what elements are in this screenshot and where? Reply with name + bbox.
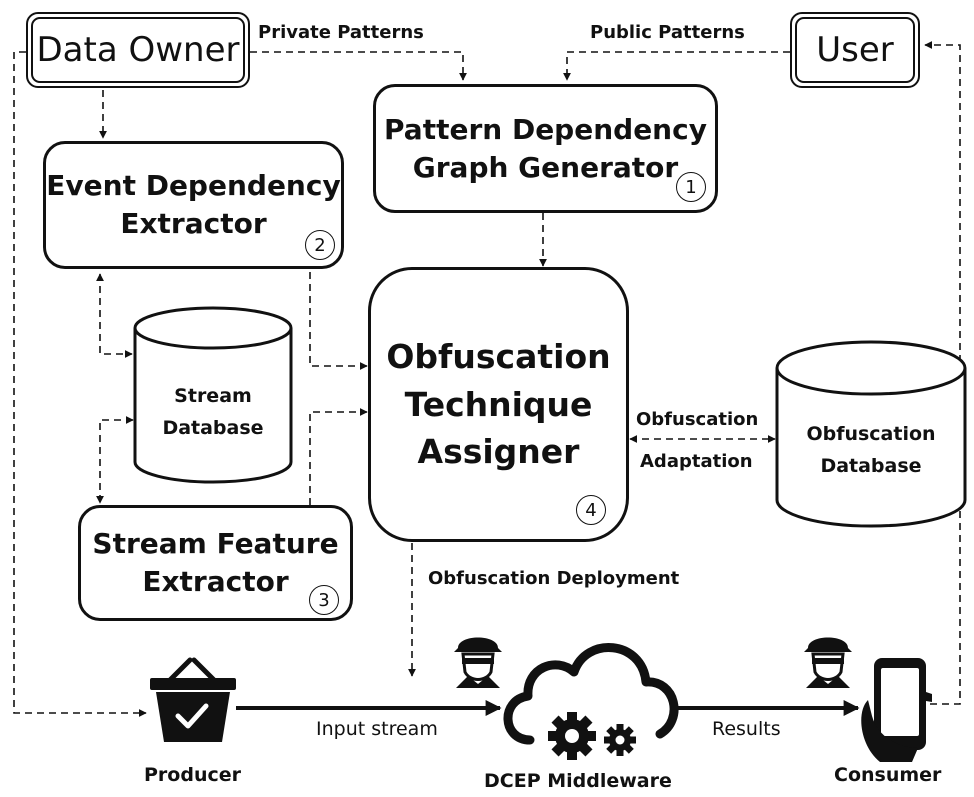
stream-database-cylinder xyxy=(133,306,293,484)
db-feature-arrow xyxy=(96,416,134,504)
public-patterns-label: Public Patterns xyxy=(590,22,745,43)
user-box: User xyxy=(790,12,920,88)
user-label: User xyxy=(795,17,915,83)
assigner-line2: Technique xyxy=(404,384,593,424)
pattern-graph-generator-box: Pattern Dependency Graph Generator xyxy=(373,84,718,213)
adaptation-label-line1: Obfuscation xyxy=(636,409,759,430)
stream-database-label: Stream Database xyxy=(135,380,291,445)
spy-icon xyxy=(804,637,852,688)
obfuscation-database-cylinder xyxy=(775,340,967,528)
private-patterns-arrow xyxy=(250,51,467,81)
obfuscation-db-line2: Database xyxy=(820,455,922,478)
results-label: Results xyxy=(712,718,781,740)
consumer-to-user-arrow xyxy=(924,41,961,705)
feature-extractor-line2: Extractor xyxy=(142,565,289,598)
event-db-arrow xyxy=(96,273,133,358)
obfuscation-db-line1: Obfuscation xyxy=(806,423,936,445)
public-patterns-arrow xyxy=(563,51,790,81)
event-dependency-extractor-box: Event Dependency Extractor xyxy=(43,141,344,269)
private-patterns-label: Private Patterns xyxy=(258,22,424,43)
owner-to-producer-arrow xyxy=(13,51,147,717)
producer-caption: Producer xyxy=(144,764,241,786)
feature-to-assigner-arrow xyxy=(309,408,368,505)
stream-db-line2: Database xyxy=(162,417,264,440)
stream-db-line1: Stream xyxy=(174,385,252,407)
cloud-gears-icon xyxy=(503,643,679,760)
stream-feature-extractor-box: Stream Feature Extractor xyxy=(78,505,353,621)
step-number-1: 1 xyxy=(676,172,706,202)
middleware-caption: DCEP Middleware xyxy=(484,770,672,792)
event-extractor-line2: Extractor xyxy=(120,207,267,240)
smartphone-hand-icon xyxy=(861,658,932,762)
data-owner-label: Data Owner xyxy=(31,17,245,83)
step-number-2: 2 xyxy=(305,230,335,260)
spy-icon xyxy=(454,637,502,688)
obfuscation-database-label: Obfuscation Database xyxy=(777,418,965,483)
deployment-label: Obfuscation Deployment xyxy=(428,568,680,589)
basket-check-icon xyxy=(150,657,236,742)
adaptation-label-line2: Adaptation xyxy=(640,451,753,472)
step-number-3: 3 xyxy=(309,585,339,615)
event-extractor-line1: Event Dependency xyxy=(46,169,341,203)
event-to-assigner-arrow xyxy=(309,272,368,370)
pattern-graph-line1: Pattern Dependency xyxy=(384,112,707,146)
assigner-line1: Obfuscation xyxy=(386,336,611,376)
input-stream-label: Input stream xyxy=(316,718,438,740)
step-number-4: 4 xyxy=(576,495,606,525)
consumer-caption: Consumer xyxy=(834,764,942,786)
pattern-graph-line2: Graph Generator xyxy=(412,150,679,184)
assigner-line3: Assigner xyxy=(417,432,580,472)
feature-extractor-line1: Stream Feature xyxy=(92,527,339,561)
data-owner-box: Data Owner xyxy=(26,12,250,88)
